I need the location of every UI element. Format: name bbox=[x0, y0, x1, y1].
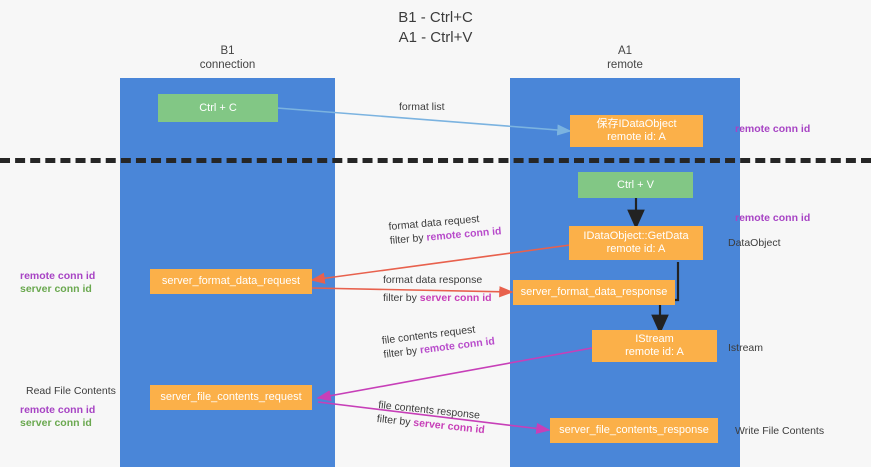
node-istream-line1: IStream bbox=[635, 333, 674, 345]
edge-label-file-contents-response: file contents response filter by server … bbox=[376, 398, 487, 437]
lane-header-a1-name: A1 bbox=[617, 45, 633, 57]
filter-key-server-conn-id: server conn id bbox=[419, 292, 492, 304]
side-label-dataobject: DataObject bbox=[728, 237, 781, 249]
node-idataobject-line2: remote id: A bbox=[607, 131, 666, 143]
node-server-file-contents-request-label: server_file_contents_request bbox=[160, 391, 302, 403]
node-server-file-contents-request[interactable]: server_file_contents_request bbox=[150, 385, 312, 410]
side-label-read-file-contents: Read File Contents bbox=[26, 385, 116, 397]
lane-header-b1-name: B1 bbox=[220, 45, 235, 57]
edge-label-format-data-response-line2: filter by server conn id bbox=[383, 291, 492, 305]
node-idataobject-line1: 保存IDataObject bbox=[596, 118, 677, 130]
lane-header-b1-role: connection bbox=[199, 59, 256, 71]
section-divider bbox=[0, 158, 871, 163]
side-label-remote-conn-id-mid: remote conn id bbox=[735, 212, 811, 224]
side-label-istream: Istream bbox=[728, 342, 764, 354]
side-label-left-server-conn-id-mid: server conn id bbox=[20, 283, 92, 295]
node-ctrl-c[interactable]: Ctrl + C bbox=[158, 94, 278, 122]
diagram-title-line2: A1 - Ctrl+V bbox=[398, 29, 473, 46]
edge-label-format-data-request: format data request filter by remote con… bbox=[388, 210, 502, 248]
edge-label-file-contents-request: file contents request filter by remote c… bbox=[381, 320, 496, 361]
lane-header-a1-role: remote bbox=[607, 59, 643, 71]
node-idataobject[interactable]: 保存IDataObject remote id: A bbox=[570, 115, 703, 147]
node-server-format-data-response-label: server_format_data_response bbox=[520, 286, 668, 298]
node-ctrl-v[interactable]: Ctrl + V bbox=[578, 172, 693, 198]
side-label-write-file-contents: Write File Contents bbox=[735, 425, 825, 437]
edge-label-format-data-response: format data response filter by server co… bbox=[383, 273, 492, 305]
node-server-format-data-response[interactable]: server_format_data_response bbox=[513, 280, 675, 305]
edge-label-format-list: format list bbox=[399, 100, 445, 114]
lane-header-b1: B1 connection bbox=[120, 44, 335, 72]
node-server-format-data-request-label: server_format_data_request bbox=[161, 275, 301, 287]
filter-by-prefix-4: filter by bbox=[376, 412, 414, 429]
node-istream-line2: remote id: A bbox=[625, 346, 684, 358]
side-label-left-server-conn-id-bottom: server conn id bbox=[20, 417, 92, 429]
node-getdata-line1: IDataObject::GetData bbox=[583, 230, 689, 242]
filter-by-prefix-3: filter by bbox=[382, 344, 421, 361]
node-server-file-contents-response-label: server_file_contents_response bbox=[559, 424, 709, 436]
side-label-left-remote-conn-id-mid: remote conn id bbox=[20, 270, 96, 282]
node-getdata-line2: remote id: A bbox=[606, 243, 666, 255]
filter-by-prefix-2: filter by bbox=[383, 292, 420, 304]
edge-label-format-list-text: format list bbox=[399, 101, 445, 113]
side-label-remote-conn-id-top: remote conn id bbox=[735, 123, 811, 135]
filter-by-prefix: filter by bbox=[389, 231, 427, 247]
node-ctrl-v-label: Ctrl + V bbox=[617, 178, 654, 191]
node-ctrl-c-label: Ctrl + C bbox=[199, 101, 237, 114]
diagram-title-line1: B1 - Ctrl+C bbox=[398, 9, 473, 26]
node-server-file-contents-response[interactable]: server_file_contents_response bbox=[550, 418, 718, 443]
node-idataobject-getdata[interactable]: IDataObject::GetData remote id: A bbox=[569, 226, 703, 260]
node-server-format-data-request[interactable]: server_format_data_request bbox=[150, 269, 312, 294]
edge-label-format-data-response-line1: format data response bbox=[383, 274, 483, 286]
diagram-title: B1 - Ctrl+C A1 - Ctrl+V bbox=[0, 8, 871, 48]
lane-header-a1: A1 remote bbox=[510, 44, 740, 72]
node-istream[interactable]: IStream remote id: A bbox=[592, 330, 717, 362]
side-label-left-remote-conn-id-bottom: remote conn id bbox=[20, 404, 96, 416]
